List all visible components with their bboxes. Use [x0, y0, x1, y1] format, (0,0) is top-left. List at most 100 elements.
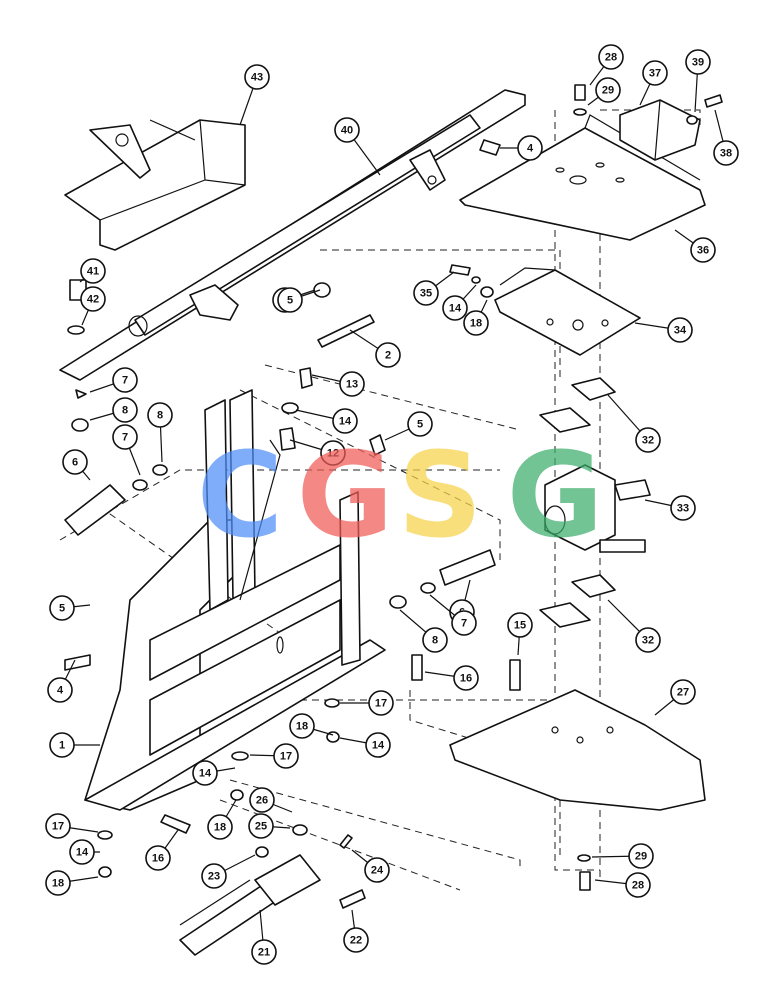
- callout-number: 14: [76, 847, 89, 859]
- callout-2: 2: [349, 329, 401, 368]
- callout-number: 36: [697, 245, 709, 257]
- callout-circle: [690, 237, 716, 263]
- part-callouts: 1234455566777888121314141414141516161717…: [45, 44, 739, 965]
- callout-number: 28: [605, 52, 617, 64]
- callout-circle: [595, 77, 621, 103]
- callout-number: 34: [674, 325, 687, 337]
- callout-number: 22: [350, 935, 362, 947]
- part-27-lower-deck: [449, 689, 706, 811]
- callout-18: 18: [289, 713, 334, 739]
- callout-14: 14: [69, 839, 100, 865]
- callout-number: 4: [527, 143, 534, 155]
- callout-circle: [80, 258, 106, 284]
- callout-8: 8: [89, 397, 138, 423]
- callout-number: 35: [420, 288, 432, 300]
- callout-number: 14: [449, 303, 462, 315]
- callout-number: 5: [287, 295, 293, 307]
- callout-7: 7: [112, 424, 141, 476]
- callout-circle: [251, 939, 277, 965]
- callout-7: 7: [429, 594, 477, 636]
- hardware-pieces: [64, 84, 723, 909]
- callout-number: 40: [341, 125, 353, 137]
- callout-number: 1: [59, 740, 65, 752]
- callout-26: 26: [249, 787, 293, 813]
- callout-circle: [343, 927, 369, 953]
- callout-29: 29: [591, 843, 654, 869]
- callout-number: 18: [214, 822, 226, 834]
- callout-number: 26: [256, 795, 268, 807]
- callout-42: 42: [80, 286, 106, 326]
- callout-number: 27: [677, 687, 689, 699]
- callout-number: 39: [692, 57, 704, 69]
- callout-number: 6: [72, 457, 78, 469]
- callout-circle: [49, 595, 75, 621]
- callout-15: 15: [507, 612, 533, 656]
- callout-number: 43: [251, 72, 263, 84]
- callout-13: 13: [311, 371, 365, 397]
- callout-23: 23: [201, 854, 256, 889]
- callout-number: 5: [59, 603, 65, 615]
- callout-number: 4: [57, 685, 64, 697]
- callout-25: 25: [248, 813, 291, 839]
- callout-circle: [332, 408, 358, 434]
- callout-number: 17: [280, 751, 292, 763]
- part-21-pto-shaft: [179, 854, 321, 956]
- callout-circle: [112, 397, 138, 423]
- callout-circle: [598, 44, 624, 70]
- callout-number: 13: [346, 379, 358, 391]
- callout-circle: [713, 140, 739, 166]
- callout-number: 38: [720, 148, 732, 160]
- callout-circle: [45, 870, 71, 896]
- callout-34: 34: [634, 317, 693, 343]
- callout-21: 21: [251, 909, 277, 965]
- callout-circle: [364, 857, 390, 883]
- callout-circle: [248, 813, 274, 839]
- watermark-letter: S: [398, 426, 483, 564]
- callout-number: 2: [385, 350, 391, 362]
- callout-18: 18: [463, 299, 489, 336]
- callout-number: 18: [52, 878, 64, 890]
- watermark-letter: C: [197, 426, 284, 564]
- callout-circle: [277, 287, 303, 313]
- callout-28: 28: [594, 872, 651, 898]
- callout-16: 16: [145, 829, 179, 871]
- callout-number: 29: [635, 851, 647, 863]
- callout-24: 24: [351, 849, 390, 883]
- part-43-bracket: [64, 119, 246, 251]
- callout-32: 32: [607, 599, 661, 653]
- callout-14: 14: [442, 284, 477, 321]
- callout-number: 21: [258, 947, 270, 959]
- callout-number: 25: [255, 821, 267, 833]
- callout-number: 14: [199, 768, 212, 780]
- callout-circle: [407, 411, 433, 437]
- callout-circle: [670, 679, 696, 705]
- callout-circle: [62, 449, 88, 475]
- callout-circle: [413, 280, 439, 306]
- callout-circle: [635, 627, 661, 653]
- callout-1: 1: [49, 732, 100, 758]
- callout-8: 8: [147, 402, 173, 463]
- callout-33: 33: [644, 495, 696, 521]
- callout-number: 7: [122, 375, 128, 387]
- callout-circle: [80, 286, 106, 312]
- part-36-deck-plate: [459, 114, 706, 241]
- callout-circle: [667, 317, 693, 343]
- callout-40: 40: [334, 117, 381, 176]
- callout-39: 39: [685, 49, 711, 113]
- callout-number: 32: [642, 635, 654, 647]
- callout-circle: [273, 743, 299, 769]
- callout-14: 14: [339, 732, 391, 758]
- callout-32: 32: [607, 394, 661, 453]
- callout-circle: [339, 371, 365, 397]
- callout-number: 18: [296, 721, 308, 733]
- callout-circle: [422, 627, 448, 653]
- callout-circle: [112, 424, 138, 450]
- callout-number: 8: [432, 635, 438, 647]
- callout-27: 27: [654, 679, 696, 716]
- callout-circle: [442, 295, 468, 321]
- callout-circle: [375, 342, 401, 368]
- callout-circle: [47, 677, 73, 703]
- callout-circle: [507, 612, 533, 638]
- callout-22: 22: [343, 909, 369, 953]
